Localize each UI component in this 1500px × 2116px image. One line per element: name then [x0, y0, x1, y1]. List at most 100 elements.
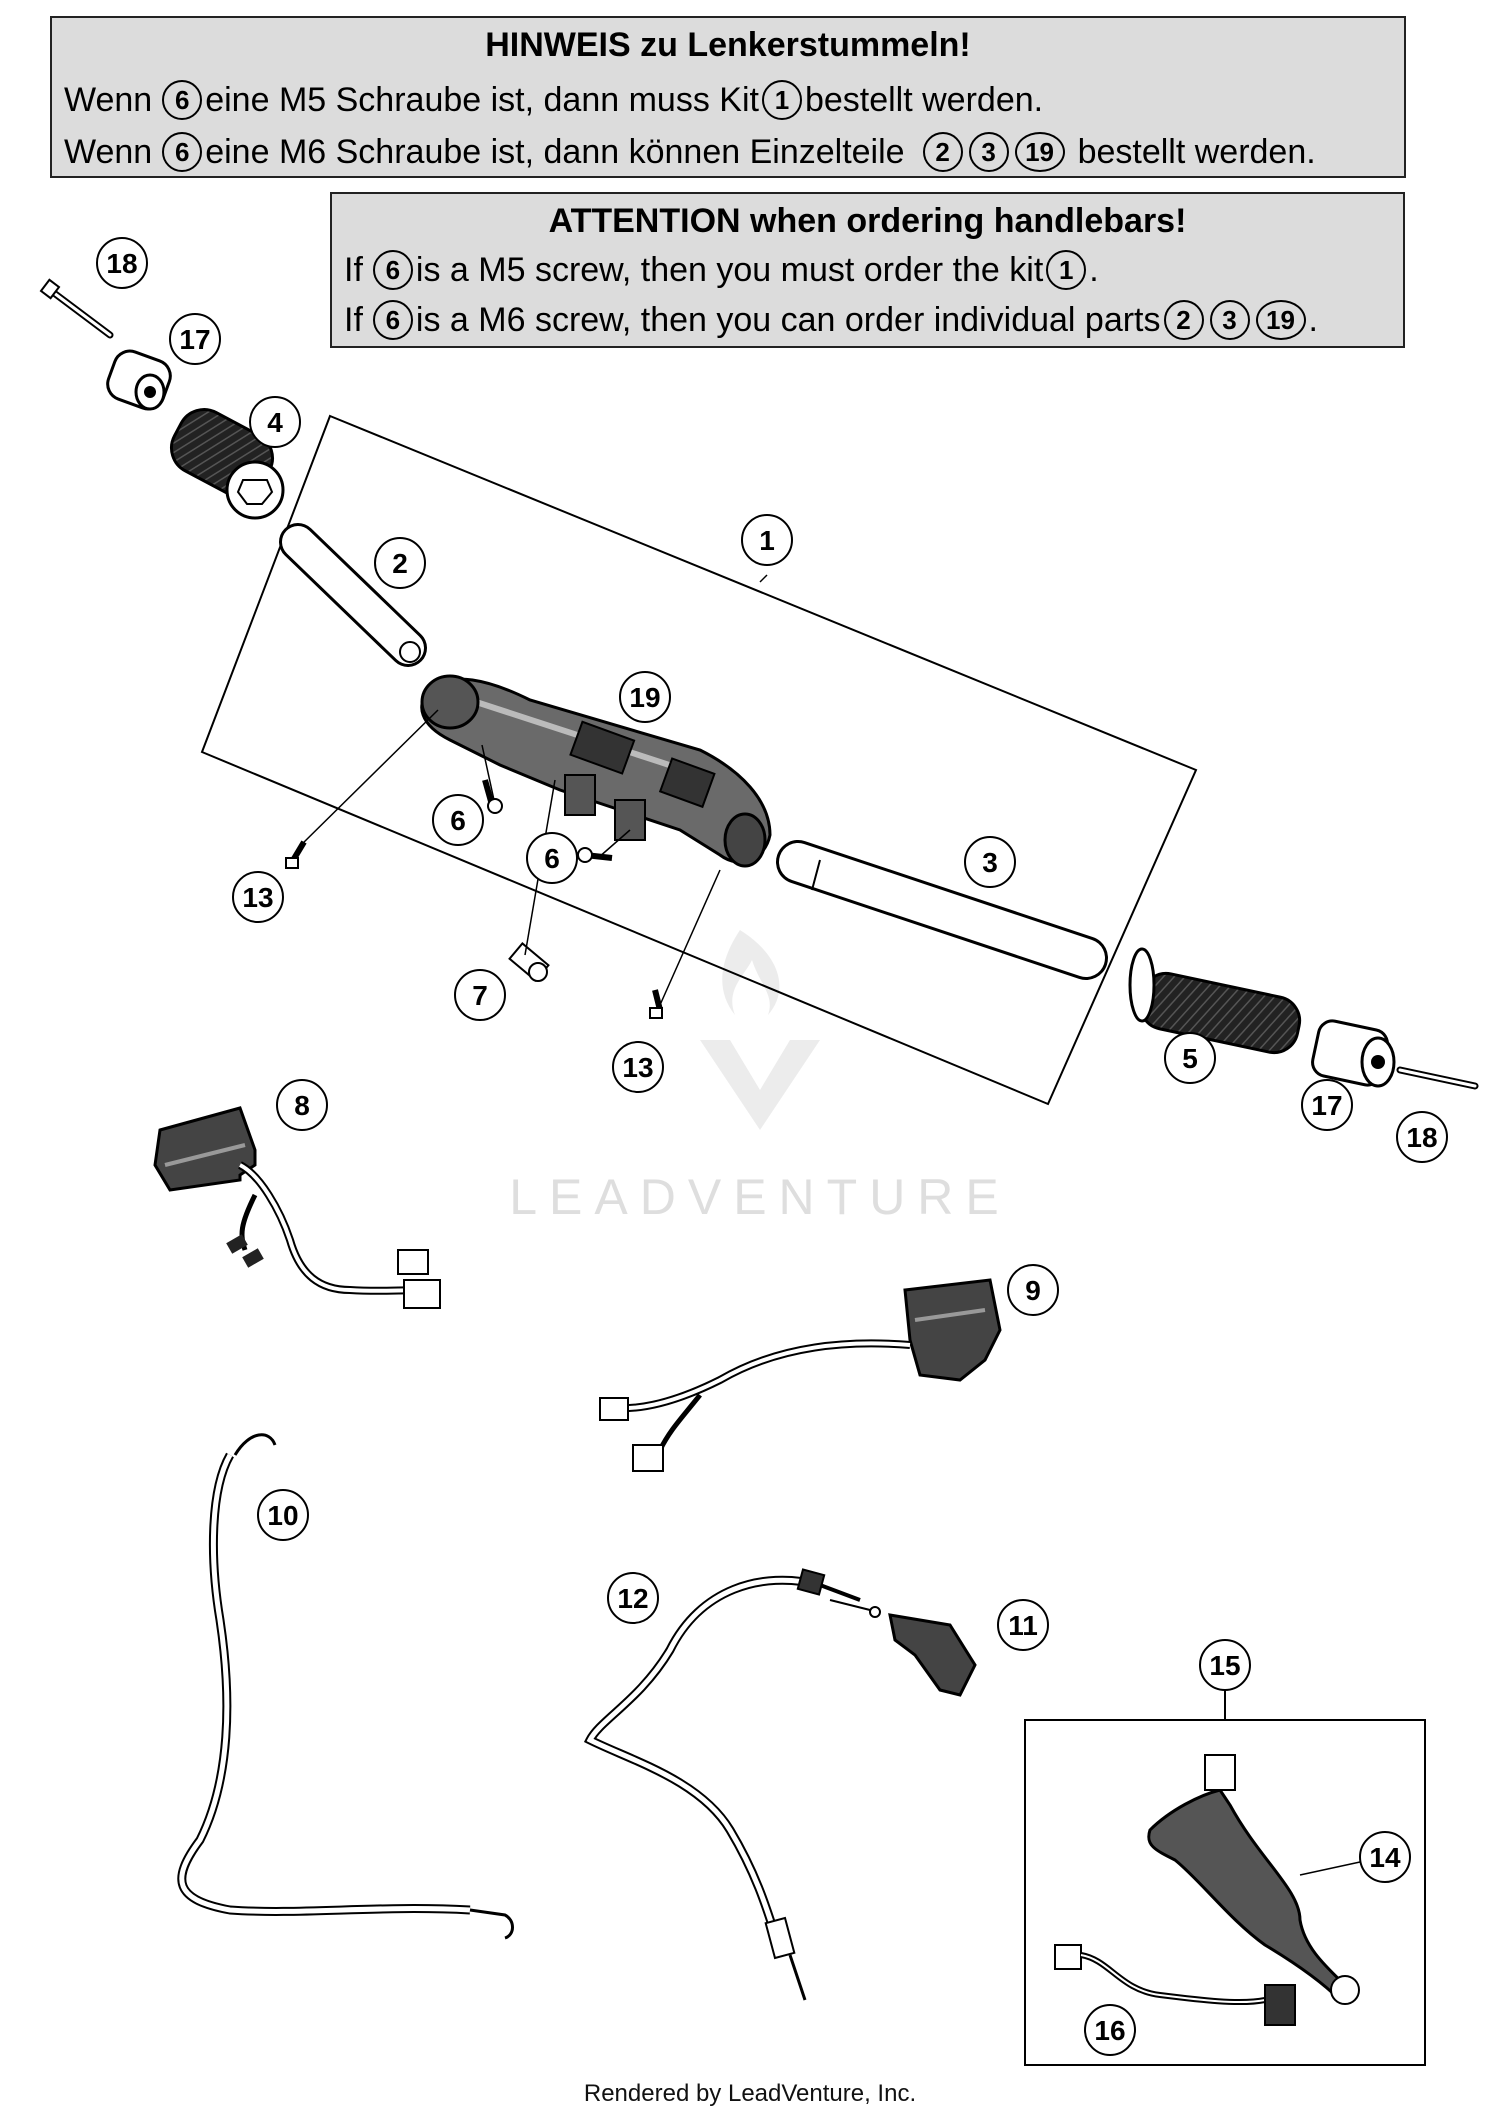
notice-text: Wenn	[64, 80, 153, 119]
svg-text:13: 13	[622, 1052, 653, 1083]
svg-text:5: 5	[1182, 1043, 1198, 1074]
part-ref-badge: 1	[1046, 250, 1087, 290]
svg-text:9: 9	[1025, 1275, 1041, 1306]
callout-17-left: 17	[169, 313, 221, 365]
part-ref-badge: 19	[1255, 300, 1306, 340]
leader-lines	[297, 574, 768, 1006]
part-9-right-switch	[599, 1278, 1002, 1472]
svg-text:1: 1	[759, 525, 775, 556]
part-5-grip-right	[1128, 947, 1302, 1055]
notice-box-german: HINWEIS zu Lenkerstummeln! Wenn 6 eine M…	[50, 16, 1406, 178]
part-ref-badge: 6	[162, 132, 203, 172]
part-3-tube	[776, 840, 1108, 980]
part-8-left-switch	[153, 1106, 441, 1309]
notice-line-german-2: Wenn 6 eine M6 Schraube ist, dann können…	[64, 132, 1316, 172]
svg-text:6: 6	[544, 843, 560, 874]
part-14-clutch-lever	[1147, 1754, 1361, 2005]
callout-2: 2	[374, 537, 426, 589]
svg-text:8: 8	[294, 1090, 310, 1121]
part-ref-badge: 6	[372, 300, 413, 340]
part-ref-badge: 2	[1163, 300, 1204, 340]
callout-1: 1	[741, 514, 793, 566]
callout-12: 12	[607, 1572, 659, 1624]
callout-7: 7	[454, 969, 506, 1021]
notice-title-english: ATTENTION when ordering handlebars!	[548, 202, 1187, 240]
svg-text:2: 2	[392, 548, 408, 579]
part-ref-badge: 2	[922, 132, 963, 172]
part-17-bar-end-right	[1311, 1019, 1396, 1088]
svg-text:12: 12	[617, 1583, 648, 1614]
notice-line-german-1: Wenn 6 eine M5 Schraube ist, dann muss K…	[64, 80, 1043, 120]
callout-17-right: 17	[1301, 1079, 1353, 1131]
callout-10: 10	[257, 1489, 309, 1541]
part-18-bolt-right	[1396, 1066, 1479, 1090]
callout-13-right: 13	[612, 1041, 664, 1093]
part-18-bolt-left	[39, 278, 114, 339]
part-ref-badge: 3	[968, 132, 1009, 172]
notice-box-english: ATTENTION when ordering handlebars! If 6…	[330, 192, 1405, 348]
watermark-logo	[700, 930, 820, 1130]
svg-text:14: 14	[1369, 1842, 1401, 1873]
part-2-tube	[279, 523, 427, 667]
svg-text:7: 7	[472, 980, 488, 1011]
callout-9: 9	[1007, 1264, 1059, 1316]
svg-text:15: 15	[1209, 1650, 1240, 1681]
notice-text: eine M5 Schraube ist, dann muss Kit	[205, 80, 759, 119]
notice-text: If	[344, 300, 363, 339]
kit-1-boundary	[200, 414, 1198, 1106]
notice-text: .	[1308, 300, 1318, 339]
part-7-bolt	[508, 942, 550, 982]
part-16-clutch-switch	[1054, 1944, 1296, 2026]
part-ref-badge: 3	[1209, 300, 1250, 340]
part-ref-badge: 6	[162, 80, 203, 120]
notice-text: bestellt werden.	[1077, 132, 1316, 171]
notice-title-german: HINWEIS zu Lenkerstummeln!	[485, 26, 971, 64]
footer-credit: Rendered by LeadVenture, Inc.	[583, 2080, 917, 2107]
callout-6-upper: 6	[432, 794, 484, 846]
part-17-bar-end-left	[106, 349, 172, 411]
part-ref-badge: 6	[372, 250, 413, 290]
svg-text:17: 17	[1311, 1090, 1342, 1121]
svg-text:4: 4	[267, 407, 283, 438]
part-ref-badge: 19	[1014, 132, 1065, 172]
callout-5: 5	[1164, 1032, 1216, 1084]
part-4-throttle-grip	[170, 408, 285, 520]
svg-text:13: 13	[242, 882, 273, 913]
callout-18-left: 18	[96, 237, 148, 289]
callout-15: 15	[1199, 1639, 1251, 1691]
callout-4: 4	[249, 396, 301, 448]
svg-text:18: 18	[1406, 1122, 1437, 1153]
notice-line-english-1: If 6 is a M5 screw, then you must order …	[344, 250, 1099, 290]
callouts: 1 2 3 4 5 6 6 7 8 9 10 11 12 13 13 14 15…	[96, 237, 1448, 2056]
notice-text: is a M5 screw, then you must order the k…	[415, 250, 1044, 289]
part-6-screw-lower	[577, 847, 613, 863]
svg-text:6: 6	[450, 805, 466, 836]
svg-text:16: 16	[1094, 2015, 1125, 2046]
notice-text: If	[344, 250, 363, 289]
svg-text:17: 17	[179, 324, 210, 355]
notice-text: .	[1089, 250, 1099, 289]
callout-14: 14	[1359, 1831, 1411, 1883]
callout-13-left: 13	[232, 871, 284, 923]
callout-11: 11	[997, 1599, 1049, 1651]
svg-text:10: 10	[267, 1500, 298, 1531]
svg-text:11: 11	[1008, 1610, 1038, 1641]
part-10-cable	[177, 1433, 514, 1940]
part-13-screw-right	[649, 989, 663, 1019]
part-19-handlebar-clamp	[420, 674, 772, 868]
notice-text: Wenn	[64, 132, 153, 171]
callout-8: 8	[276, 1079, 328, 1131]
notice-line-english-2: If 6 is a M6 screw, then you can order i…	[344, 300, 1318, 340]
callout-16: 16	[1084, 2004, 1136, 2056]
svg-text:18: 18	[106, 248, 137, 279]
part-ref-badge: 1	[761, 80, 802, 120]
part-11-boot	[829, 1599, 977, 1697]
part-6-screw-upper	[482, 779, 503, 814]
notice-text: is a M6 screw, then you can order indivi…	[415, 300, 1161, 339]
notice-text: bestellt werden.	[804, 80, 1044, 119]
callout-3: 3	[964, 836, 1016, 888]
part-12-cable	[583, 1568, 861, 2001]
watermark-text: LEADVENTURE	[509, 1169, 1011, 1225]
callout-6-lower: 6	[526, 832, 578, 884]
